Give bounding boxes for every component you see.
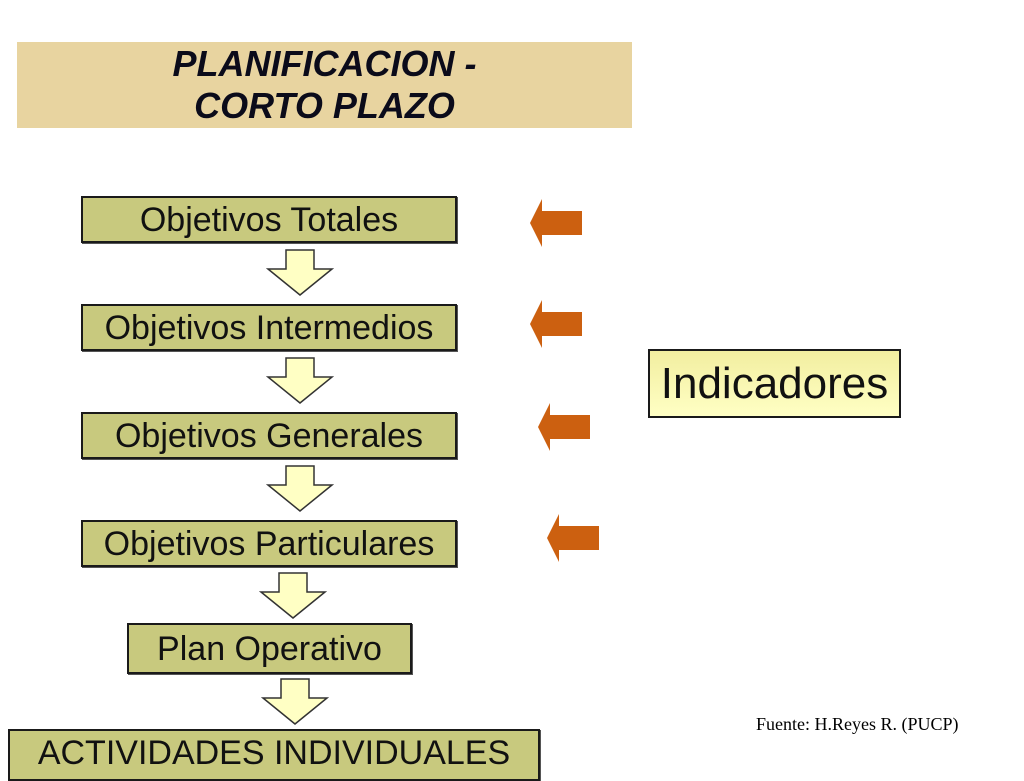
down-arrow-icon — [266, 465, 334, 512]
down-arrow-icon — [259, 572, 327, 619]
node-label: Objetivos Totales — [139, 200, 399, 239]
title-banner: PLANIFICACION - CORTO PLAZO — [17, 42, 632, 128]
node-plan-operativo: Plan Operativo — [127, 623, 412, 674]
node-label: Objetivos Intermedios — [104, 308, 434, 347]
node-label: Objetivos Generales — [114, 416, 424, 455]
node-label: ACTIVIDADES INDIVIDUALES — [37, 734, 511, 772]
left-arrow-icon — [530, 300, 582, 348]
node-objetivos-generales: Objetivos Generales — [81, 412, 457, 459]
node-label: Plan Operativo — [157, 629, 382, 668]
node-objetivos-particulares: Objetivos Particulares — [81, 520, 457, 567]
title-line-2: CORTO PLAZO — [194, 85, 455, 126]
left-arrow-icon — [530, 199, 582, 247]
left-arrow-icon — [538, 403, 590, 451]
source-note: Fuente: H.Reyes R. (PUCP) — [756, 714, 959, 734]
down-arrow-icon — [266, 249, 334, 296]
down-arrow-icon — [266, 357, 334, 404]
node-objetivos-totales: Objetivos Totales — [81, 196, 457, 243]
indicadores-box: Indicadores — [648, 349, 901, 418]
node-actividades-individuales: ACTIVIDADES INDIVIDUALES — [8, 729, 540, 781]
title-line-1: PLANIFICACION - — [172, 43, 477, 84]
indicadores-label: Indicadores — [660, 358, 889, 408]
node-label: Objetivos Particulares — [103, 524, 435, 563]
left-arrow-icon — [547, 514, 599, 562]
node-objetivos-intermedios: Objetivos Intermedios — [81, 304, 457, 351]
down-arrow-icon — [261, 678, 329, 725]
